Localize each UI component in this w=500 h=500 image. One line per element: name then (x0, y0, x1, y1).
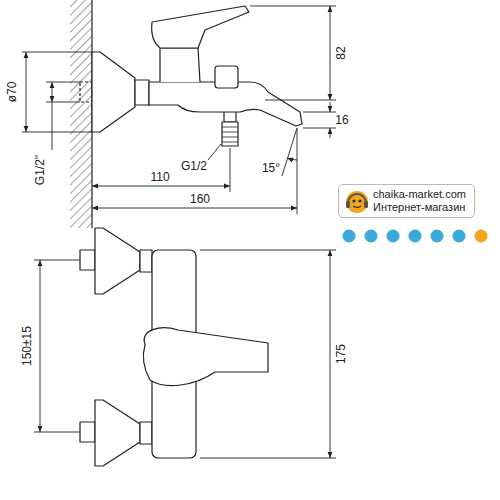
upper-connector (80, 228, 152, 294)
lower-connector (80, 400, 152, 466)
leader-line (208, 144, 221, 160)
escutcheon (92, 52, 135, 132)
dimension-label: 175 (335, 343, 347, 365)
angle-line (282, 128, 297, 176)
nut (135, 80, 149, 105)
dimension-label: 160 (189, 193, 211, 205)
logo-dot (453, 230, 466, 243)
leader-line (52, 102, 53, 150)
logo-dot (365, 230, 378, 243)
outlet-thread (222, 122, 238, 146)
logo-text: chaika-market.com (373, 188, 468, 201)
logo-dot (409, 230, 422, 243)
diverter-knob (215, 66, 238, 88)
logo-dot (431, 230, 444, 243)
logo-dots (343, 230, 488, 243)
logo-box: chaika-market.comИнтернет-магазин (338, 184, 475, 218)
dimension-label: 150±15 (21, 325, 33, 367)
dimension-line (40, 260, 41, 432)
logo-dot (343, 230, 356, 243)
dimension-line (92, 208, 297, 209)
dimension-label: ø70 (6, 81, 18, 104)
thread-lines (222, 127, 238, 142)
dimension-line (52, 82, 53, 102)
dimension-line (330, 6, 331, 100)
cartridge-housing (160, 48, 200, 82)
logo-dot (475, 230, 488, 243)
lever-handle (152, 6, 249, 48)
dimension-label: G1/2" (34, 154, 46, 186)
dimension-label: 16 (334, 114, 349, 126)
angle-arc (287, 158, 297, 160)
dimension-label: 82 (335, 45, 347, 60)
outlet-neck (224, 112, 236, 122)
dimension-line (92, 186, 230, 187)
dimension-label: 15° (261, 162, 281, 174)
logo-icon (343, 188, 371, 216)
dimension-label: G1/2 (180, 160, 208, 172)
extension-line (297, 128, 298, 214)
wall-hatch (70, 0, 92, 228)
dimension-line (330, 250, 331, 458)
pipe-stub (80, 82, 92, 102)
logo-text: Интернет-магазин (373, 201, 468, 214)
dimension-line (26, 52, 27, 132)
dimension-label: 110 (149, 171, 170, 183)
logo-dot (387, 230, 400, 243)
lever-front (143, 328, 268, 386)
